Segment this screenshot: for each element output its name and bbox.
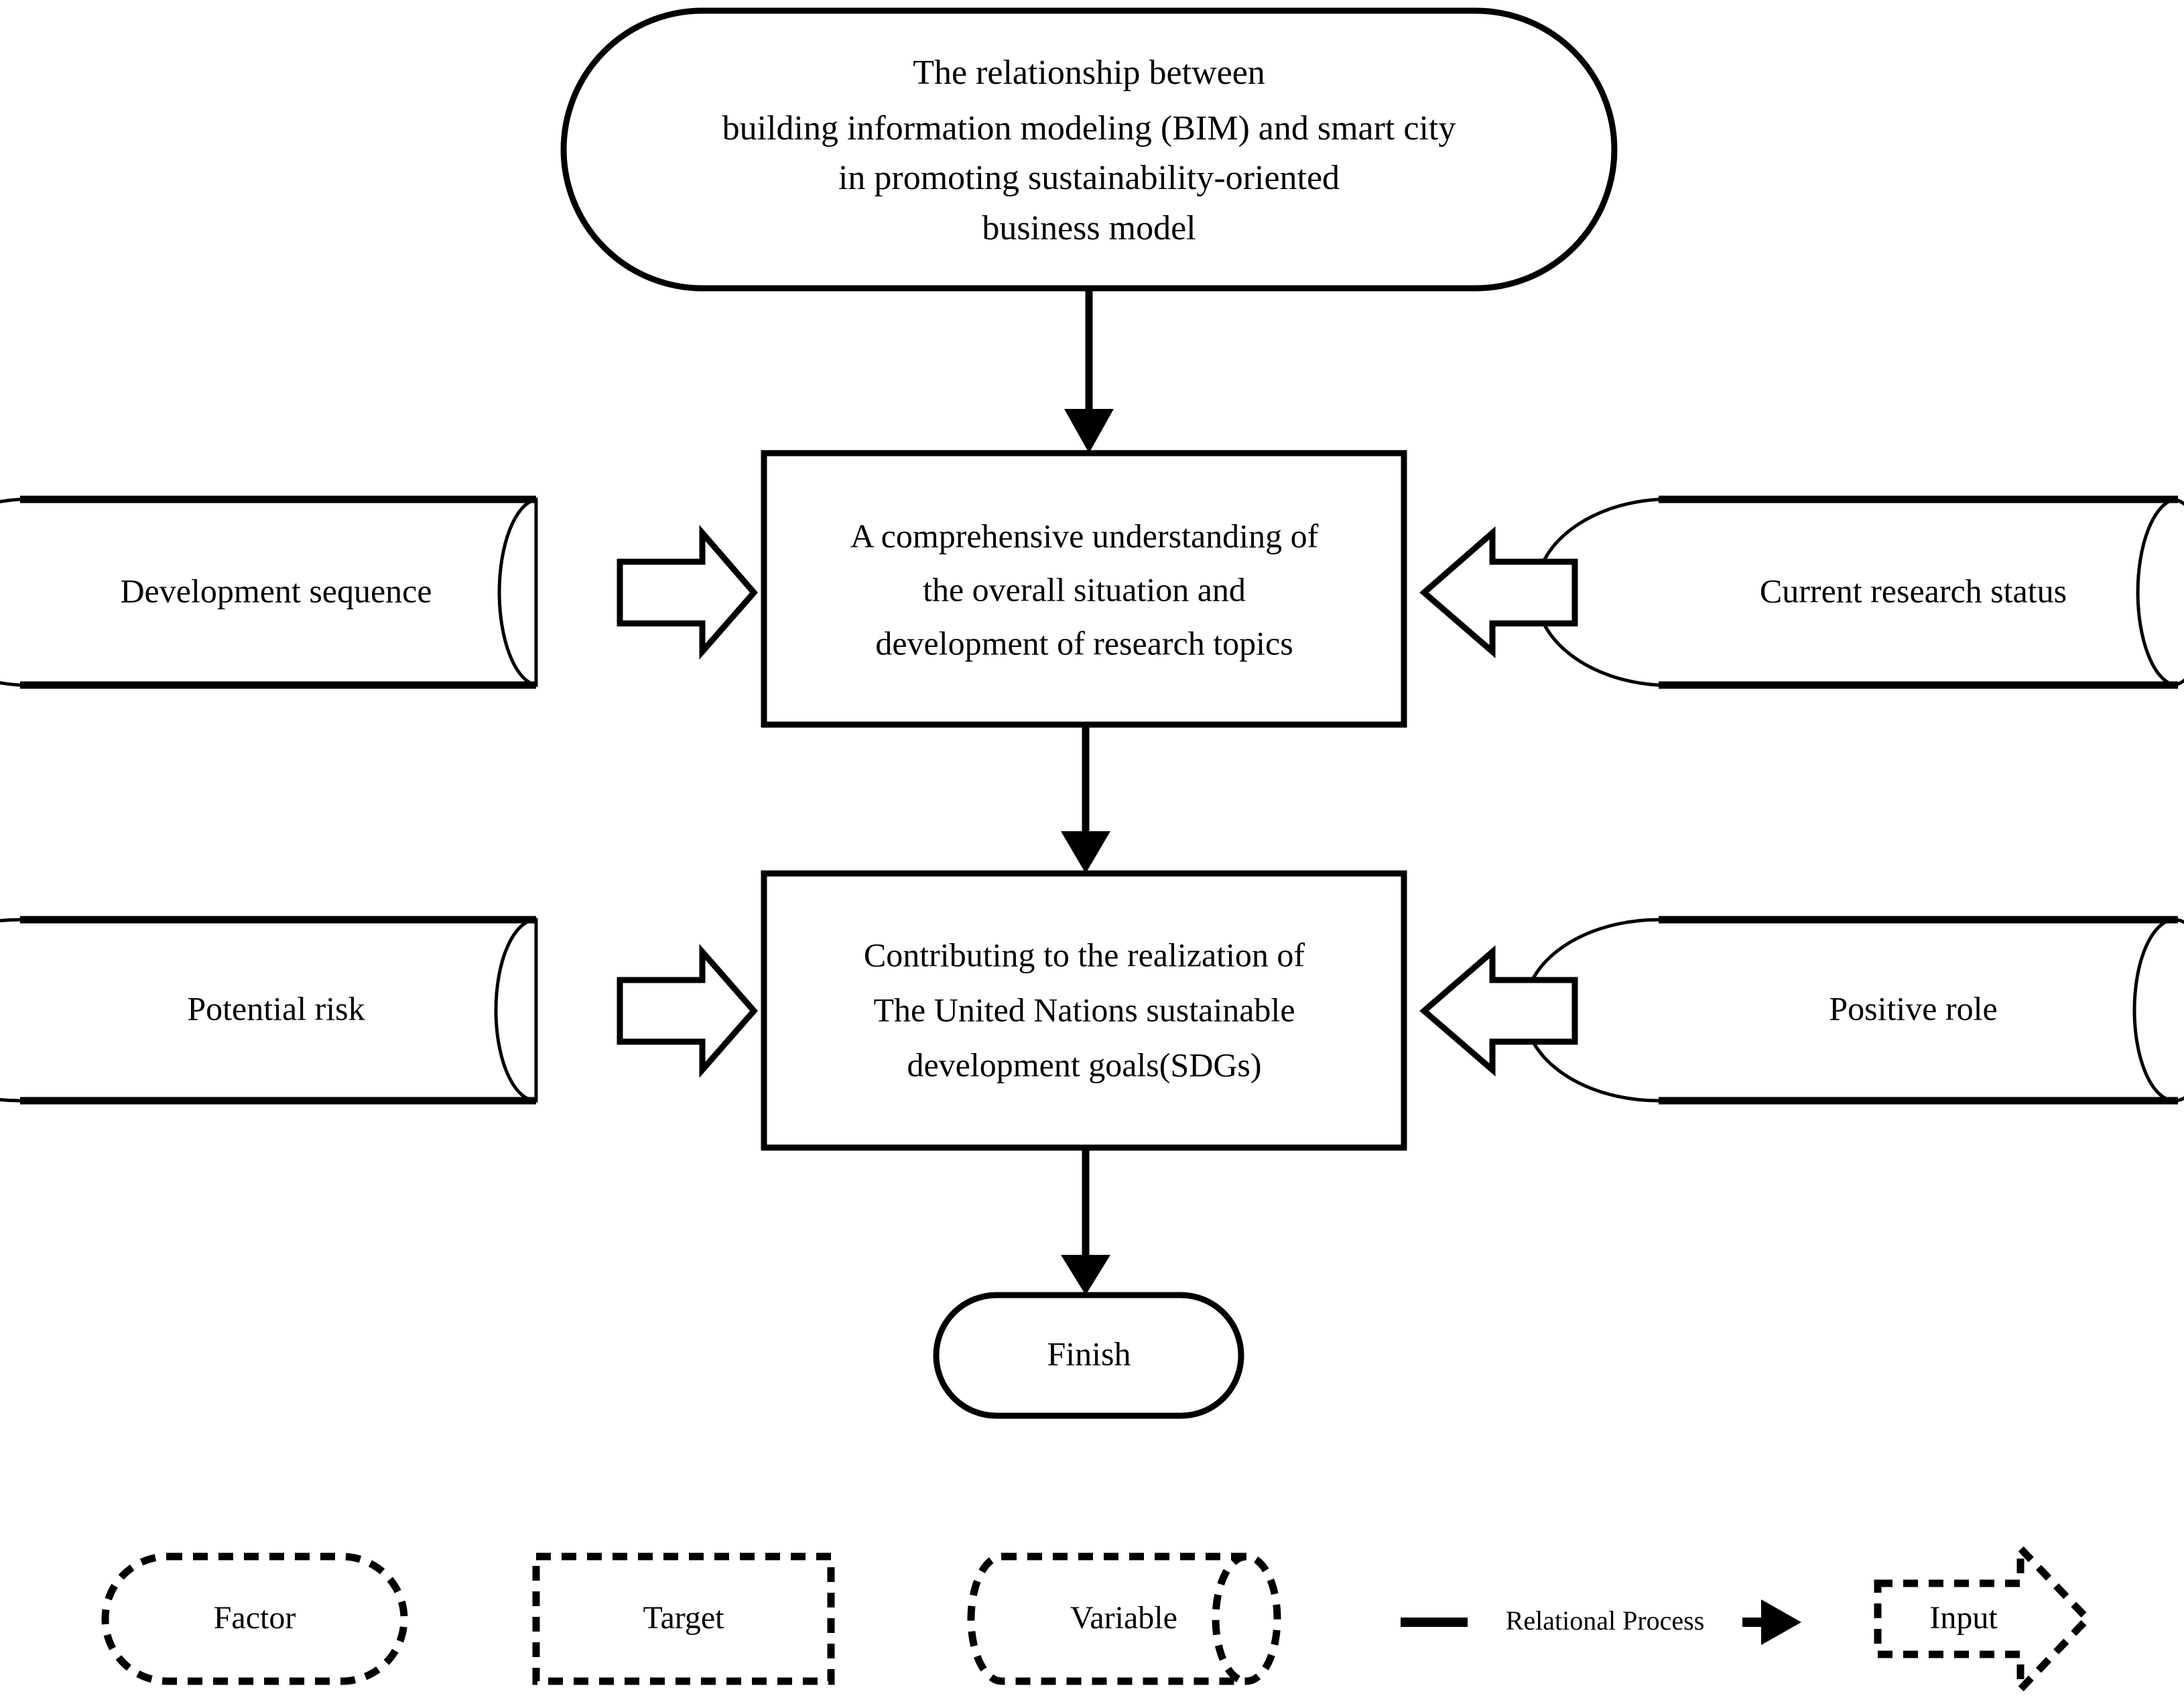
legend-factor-shape: [101, 1552, 408, 1685]
legend-input[interactable]: Input: [1874, 1539, 2093, 1699]
variable-left-top-cap: [497, 497, 537, 687]
target-2-line-1: Contributing to the realization of: [864, 936, 1305, 973]
legend-target[interactable]: Target: [532, 1552, 835, 1685]
target-1-line-2: the overall situation and: [923, 570, 1246, 608]
variable-left-top-node[interactable]: Development sequence: [0, 495, 538, 689]
target-2-shape: [761, 870, 1407, 1151]
legend-variable-cap: [1212, 1552, 1247, 1685]
legend-variable-label: Variable: [1070, 1600, 1177, 1636]
variable-right-top-label: Current research status: [1760, 572, 2067, 609]
connector-target-1-to-target-2: [1061, 725, 1110, 873]
input-arrow-left-top: [617, 524, 758, 660]
legend-input-shape: [1874, 1539, 2093, 1699]
legend-relational-process[interactable]: Relational Process: [1401, 1599, 1801, 1645]
variable-right-bottom-node[interactable]: Positive role: [1523, 916, 2184, 1105]
target-1-node[interactable]: A comprehensive understanding of the ove…: [761, 450, 1407, 728]
arrowhead-down-icon: [1064, 409, 1114, 453]
input-arrow-left-bottom: [617, 944, 758, 1078]
legend-target-shape: [532, 1552, 835, 1685]
variable-right-top-node[interactable]: Current research status: [1534, 495, 2184, 689]
target-2-line-3: development goals(SDGs): [907, 1046, 1261, 1083]
variable-right-bottom-shape: [1523, 918, 2184, 1103]
connector-target-2-to-finish: [1061, 1148, 1110, 1295]
legend-factor-label: Factor: [214, 1600, 296, 1636]
title-line-3: in promoting sustainability-oriented: [838, 159, 1340, 197]
arrowhead-down-icon: [1061, 831, 1110, 873]
input-arrow-right-icon: [617, 944, 758, 1078]
finish-node[interactable]: Finish: [933, 1292, 1244, 1419]
arrowhead-down-icon: [1061, 1255, 1110, 1295]
legend-relational-process-label: Relational Process: [1506, 1605, 1705, 1636]
arrowhead-right-icon: [1761, 1599, 1801, 1645]
title-node-shape: [560, 7, 1618, 292]
variable-right-bottom-label: Positive role: [1829, 989, 1997, 1027]
title-line-2: building information modeling (BIM) and …: [722, 109, 1456, 147]
legend-input-label: Input: [1929, 1600, 1998, 1636]
target-1-shape: [761, 450, 1407, 728]
variable-left-bottom-node[interactable]: Potential risk: [0, 916, 538, 1105]
finish-node-label: Finish: [1047, 1335, 1131, 1372]
variable-left-top-shape: [0, 497, 538, 687]
variable-left-bottom-label: Potential risk: [187, 989, 365, 1027]
variable-right-bottom-cap: [2132, 918, 2175, 1103]
legend-variable-shape: [967, 1552, 1281, 1685]
legend-target-label: Target: [643, 1600, 724, 1636]
variable-left-bottom-shape: [0, 918, 538, 1103]
target-2-node[interactable]: Contributing to the realization of The U…: [761, 870, 1407, 1151]
finish-node-shape: [933, 1292, 1244, 1419]
input-arrow-left-icon: [1419, 526, 1578, 658]
input-arrow-right-top: [1419, 526, 1578, 658]
target-1-line-3: development of research topics: [875, 624, 1293, 662]
variable-left-bottom-cap: [494, 918, 537, 1103]
legend-variable[interactable]: Variable: [967, 1552, 1281, 1685]
connector-title-to-target-1: [1064, 288, 1114, 453]
input-arrow-right-icon: [617, 524, 758, 660]
variable-right-top-shape: [1534, 497, 2184, 687]
legend-factor[interactable]: Factor: [101, 1552, 408, 1685]
variable-right-top-cap: [2136, 497, 2175, 687]
variable-left-top-label: Development sequence: [120, 572, 432, 609]
title-node[interactable]: The relationship between building inform…: [560, 7, 1618, 292]
title-line-4: business model: [982, 209, 1196, 247]
input-arrow-right-bottom: [1419, 945, 1578, 1077]
input-arrow-left-icon: [1419, 945, 1578, 1077]
title-line-1: The relationship between: [913, 54, 1265, 92]
target-2-line-2: The United Nations sustainable: [873, 991, 1295, 1028]
target-1-line-1: A comprehensive understanding of: [850, 517, 1319, 554]
